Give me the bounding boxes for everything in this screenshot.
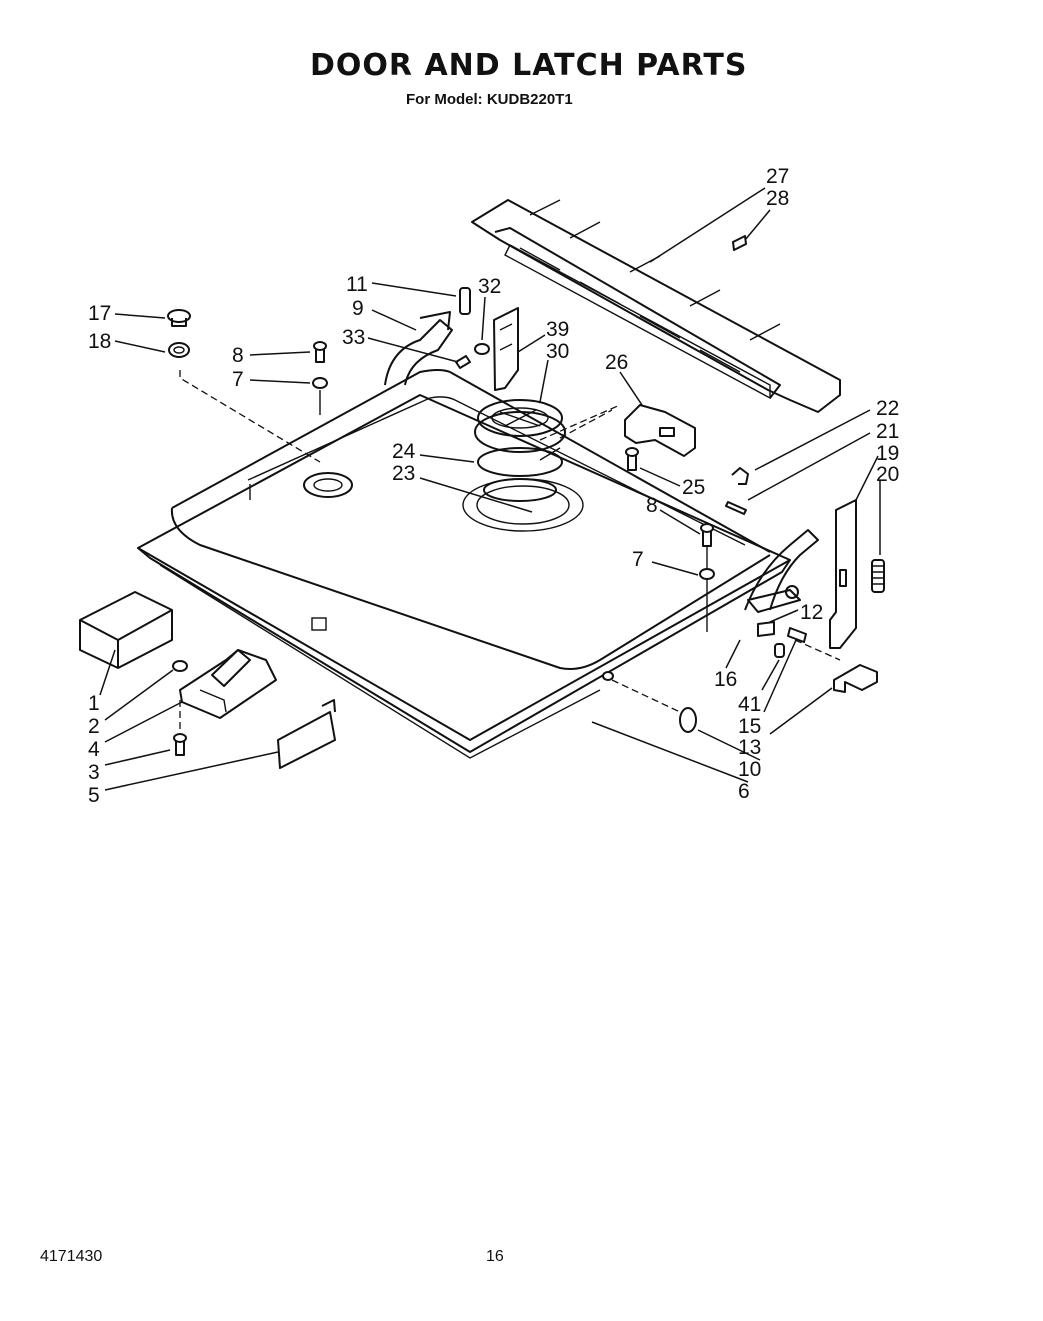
callout-9: 9 — [352, 297, 364, 320]
callout-20: 20 — [876, 463, 899, 486]
washer-7-right — [699, 568, 715, 580]
fill-cup-assembly — [474, 399, 566, 502]
callout-17: 17 — [88, 302, 111, 325]
callout-18: 18 — [88, 330, 111, 353]
callout-8-left: 8 — [232, 344, 244, 367]
vent-assembly — [471, 199, 841, 413]
right-hinge-arm — [744, 529, 819, 613]
callout-6: 6 — [738, 780, 750, 803]
actuator-26 — [624, 404, 696, 457]
left-hinge-arm — [384, 311, 453, 386]
callout-39: 39 — [546, 318, 569, 341]
cover-5 — [277, 699, 336, 769]
callout-12: 12 — [800, 601, 823, 624]
callout-22: 22 — [876, 397, 899, 420]
latch-strike-19 — [829, 499, 857, 649]
assembly-guide-lines — [179, 370, 841, 732]
screw-3 — [173, 733, 187, 756]
callout-27: 27 — [766, 165, 789, 188]
callout-7-left: 7 — [232, 368, 244, 391]
washer-2 — [172, 660, 188, 672]
callout-numbers: 27 28 11 32 9 17 33 39 18 8 30 26 7 22 2… — [88, 165, 899, 807]
bracket-13 — [833, 664, 878, 693]
small-parts-top — [455, 287, 490, 369]
latch-assembly-4 — [179, 649, 277, 719]
callout-7-right: 7 — [632, 548, 644, 571]
callout-26: 26 — [605, 351, 628, 374]
plug-10 — [679, 707, 697, 733]
callout-23: 23 — [392, 462, 415, 485]
callout-13: 13 — [738, 736, 761, 759]
callout-25: 25 — [682, 476, 705, 499]
callout-21: 21 — [876, 420, 899, 443]
clip-22 — [731, 467, 749, 485]
spring-20 — [871, 559, 885, 593]
screw-25 — [625, 447, 639, 471]
callout-33: 33 — [342, 326, 365, 349]
callout-32: 32 — [478, 275, 501, 298]
callout-41: 41 — [738, 693, 761, 716]
leader-lines — [99, 187, 881, 791]
channel-1 — [79, 591, 173, 669]
callout-28: 28 — [766, 187, 789, 210]
callout-11: 11 — [346, 273, 368, 296]
document-number: 4171430 — [40, 1248, 103, 1265]
callout-30: 30 — [546, 340, 569, 363]
callout-16: 16 — [714, 668, 737, 691]
callout-8-right: 8 — [646, 494, 658, 517]
callout-4: 4 — [88, 738, 100, 761]
knob-17 — [167, 309, 191, 327]
latch-bracket — [493, 307, 519, 391]
washer-7-left — [312, 377, 328, 415]
callout-10: 10 — [738, 758, 761, 781]
screw-8-right — [700, 523, 714, 632]
door-panel — [137, 369, 791, 759]
stud-15 — [787, 627, 807, 643]
callout-15: 15 — [738, 715, 761, 738]
callout-5: 5 — [88, 784, 100, 807]
page-number: 16 — [486, 1248, 504, 1265]
callout-19: 19 — [876, 442, 899, 465]
callout-1: 1 — [88, 692, 100, 715]
screw-21 — [725, 501, 747, 515]
page-title: DOOR AND LATCH PARTS — [310, 48, 748, 83]
screw-28 — [732, 235, 747, 251]
grommet-18 — [168, 342, 190, 358]
callout-24: 24 — [392, 440, 416, 463]
latch-pin-12 — [757, 621, 775, 637]
callout-3: 3 — [88, 761, 100, 784]
model-subtitle: For Model: KUDB220T1 — [406, 91, 573, 108]
bushing-41 — [774, 643, 785, 658]
callout-2: 2 — [88, 715, 100, 738]
screw-8-left — [313, 341, 327, 363]
